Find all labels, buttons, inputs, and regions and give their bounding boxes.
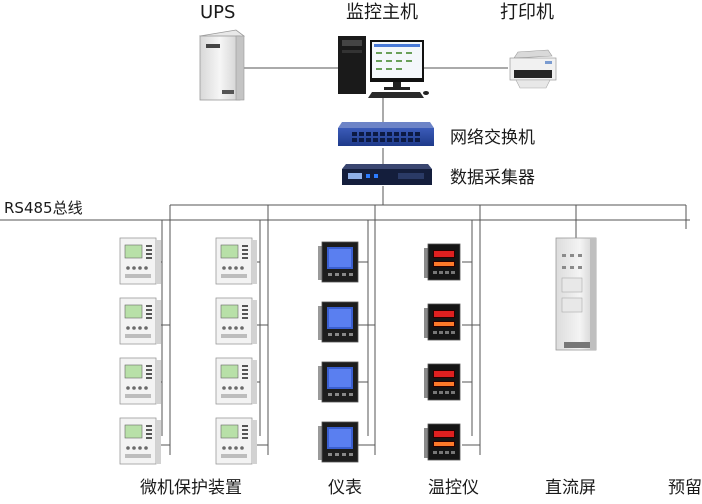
relay-protection-icon <box>119 417 161 465</box>
power-meter-icon <box>318 241 359 283</box>
network-switch-icon <box>338 122 434 146</box>
relay-protection-icon <box>119 297 161 345</box>
protection-column-1 <box>119 237 161 465</box>
ups-label: UPS <box>200 2 236 23</box>
power-meter-icon <box>318 361 359 403</box>
temperature-controller-icon <box>424 303 461 341</box>
relay-protection-icon <box>119 357 161 405</box>
power-meter-icon <box>318 421 359 463</box>
temperature-controller-icon <box>424 243 461 281</box>
collector-label: 数据采集器 <box>450 168 535 188</box>
dc-cabinet-icon <box>555 237 597 351</box>
relay-protection-icon <box>215 297 257 345</box>
power-meter-icon <box>318 301 359 343</box>
computer-workstation-icon <box>338 36 429 98</box>
protection-column-2 <box>215 237 257 465</box>
meter-column <box>318 241 359 463</box>
relay-protection-icon <box>215 237 257 285</box>
protection-label: 微机保护装置 <box>140 478 242 498</box>
reserved-label: 预留 <box>668 478 702 498</box>
relay-protection-icon <box>119 237 161 285</box>
host-label: 监控主机 <box>346 2 418 23</box>
temperature-controller-icon <box>424 423 461 461</box>
printer-icon <box>509 49 557 89</box>
relay-protection-icon <box>215 417 257 465</box>
connection-lines <box>0 67 690 455</box>
printer-label: 打印机 <box>500 2 554 23</box>
temp-label: 温控仪 <box>428 478 479 498</box>
temp-controller-column <box>424 243 461 461</box>
dc-screen-label: 直流屏 <box>545 478 596 498</box>
relay-protection-icon <box>215 357 257 405</box>
temperature-controller-icon <box>424 363 461 401</box>
ups-cabinet-icon <box>199 29 245 101</box>
switch-label: 网络交换机 <box>450 128 535 148</box>
data-collector-icon <box>342 164 432 185</box>
bus-label: RS485总线 <box>4 199 83 217</box>
meter-label: 仪表 <box>328 478 362 498</box>
